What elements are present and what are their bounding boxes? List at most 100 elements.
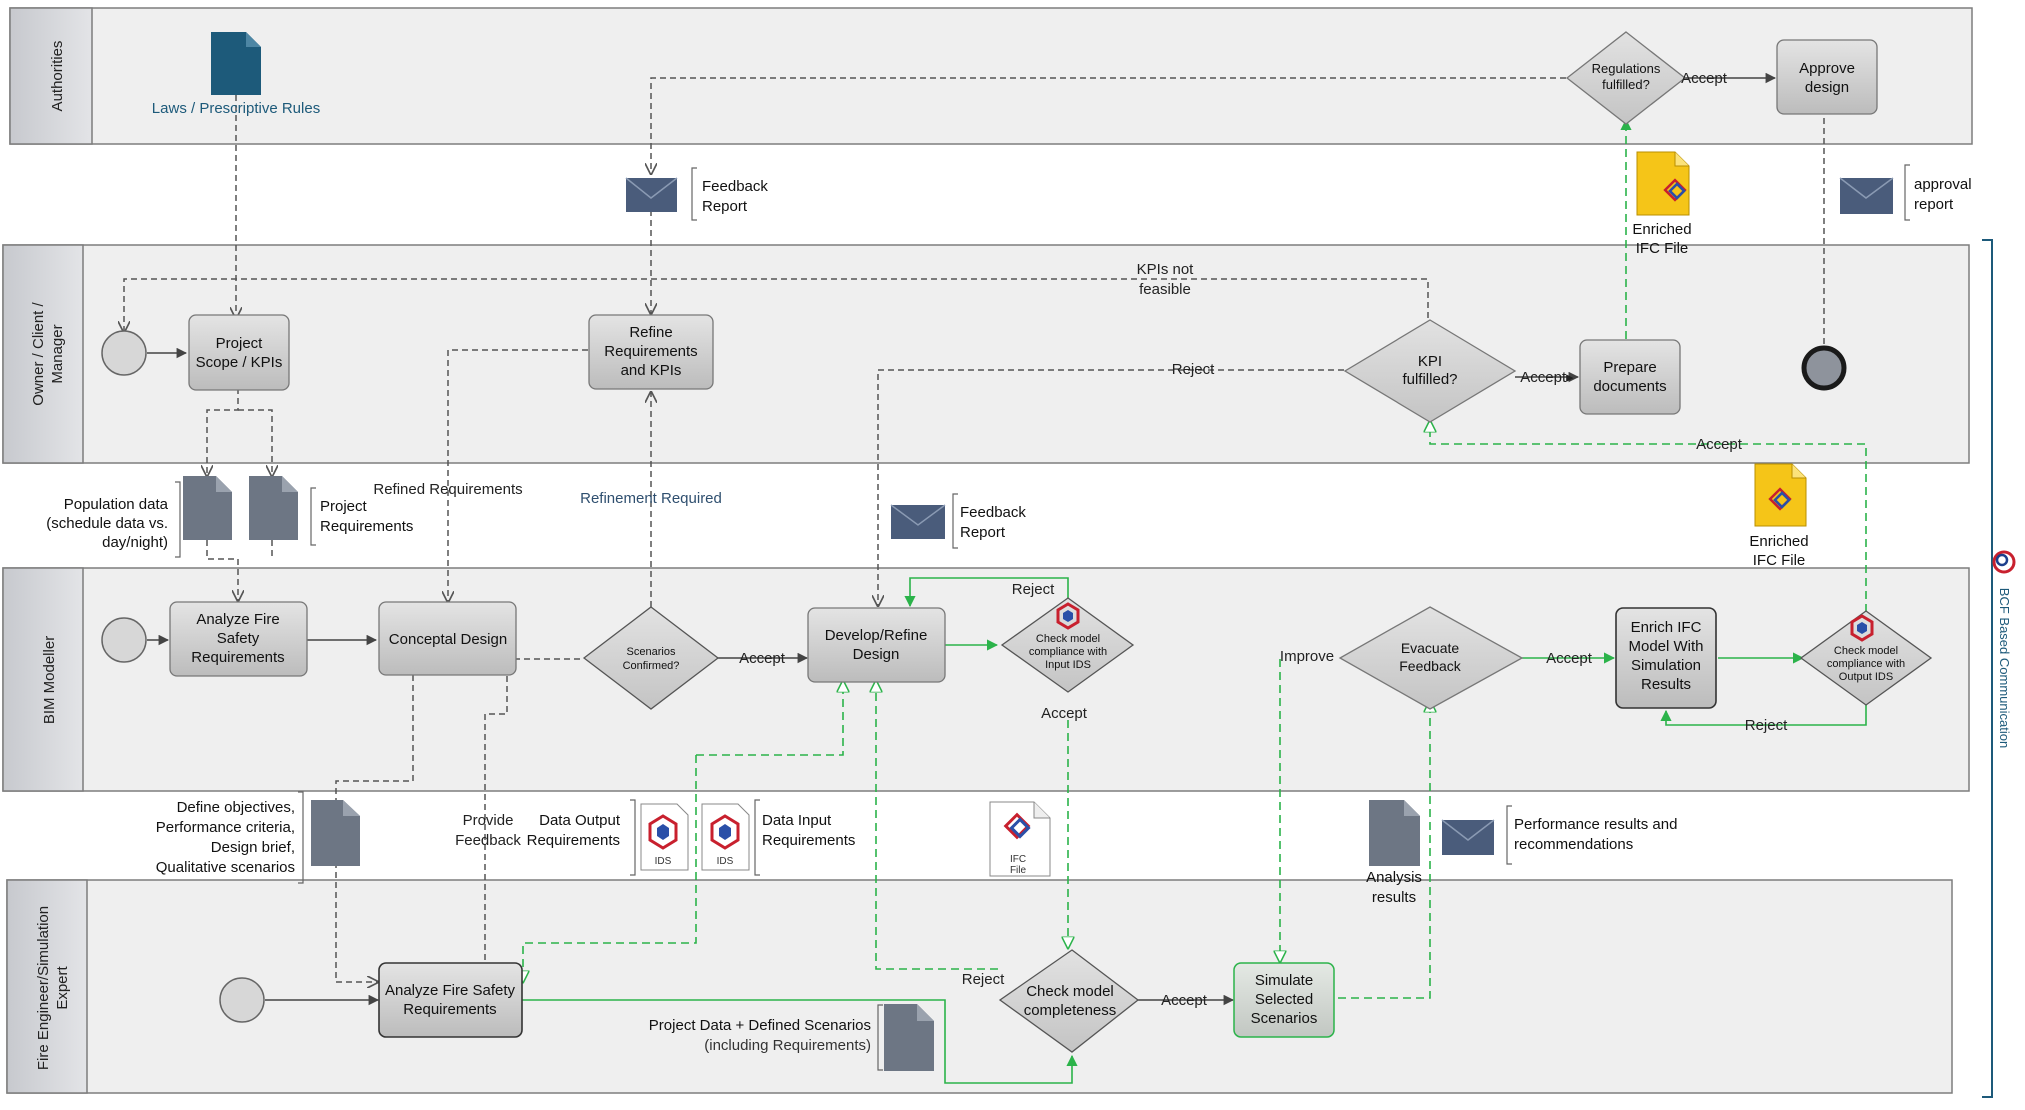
label-accept-evacuate: Accept xyxy=(1546,650,1593,667)
svg-text:Conceptal Design: Conceptal Design xyxy=(389,631,507,648)
connectors xyxy=(124,72,1867,1084)
label-reject-output-ids: Reject xyxy=(1745,717,1788,734)
ifc-logo-icon xyxy=(1663,178,1687,202)
envelope-icon xyxy=(1441,819,1495,855)
project-data-document: Project Data + Defined Scenarios (includ… xyxy=(649,1004,934,1071)
task-conceptual-design[interactable]: Conceptal Design xyxy=(378,601,517,676)
bcf-logo-icon xyxy=(1992,550,2016,574)
start-event-owner xyxy=(101,330,147,376)
label-reject-kpi: Reject xyxy=(1172,361,1215,378)
label-refined-requirements: Refined Requirements xyxy=(373,481,522,498)
label-reject-input-ids: Reject xyxy=(1012,581,1055,598)
start-event-bim xyxy=(101,617,147,663)
bcf-side-label: BCF Based Communication xyxy=(1997,588,2012,748)
lane-title-bim: BIM Modeller xyxy=(41,636,58,724)
envelope-icon xyxy=(625,177,678,212)
ids-logo-icon xyxy=(648,814,678,850)
start-event-fire xyxy=(219,977,265,1023)
label-accept-scenarios: Accept xyxy=(739,650,786,667)
svg-text:IDS: IDS xyxy=(717,856,734,867)
svg-text:IDS: IDS xyxy=(655,856,672,867)
label-accept-completeness: Accept xyxy=(1161,992,1208,1009)
envelope-icon xyxy=(1839,177,1894,214)
label-accept-regulations: Accept xyxy=(1681,70,1728,87)
ids-logo-icon xyxy=(710,814,740,850)
bcf-communication-bracket: BCF Based Communication xyxy=(1982,239,2016,1098)
label-accept-input-ids: Accept xyxy=(1041,705,1088,722)
envelope-icon xyxy=(890,504,946,539)
population-data-document: Population data(schedule data vs.day/nig… xyxy=(46,476,232,558)
ifc-logo-icon xyxy=(1768,487,1792,511)
lane-title-authorities: Authorities xyxy=(49,41,66,112)
label-refinement-required: Refinement Required xyxy=(580,490,722,507)
label-accept-output-ids: Accept xyxy=(1696,436,1743,453)
svg-text:Project Data + Defined Scenari: Project Data + Defined Scenarios xyxy=(649,1017,871,1034)
label-reject-completeness: Reject xyxy=(962,971,1005,988)
svg-text:(including Requirements): (including Requirements) xyxy=(704,1037,871,1054)
define-objectives-document: Define objectives,Performance criteria,D… xyxy=(156,791,360,884)
ifc-logo-icon xyxy=(1003,812,1031,840)
laws-document: Laws / Prescriptive Rules xyxy=(152,32,320,117)
lane-title-owner: Owner / Client /Manager xyxy=(30,301,66,405)
label-improve: Improve xyxy=(1280,648,1334,665)
label-accept-kpi: Accept▸ xyxy=(1520,369,1574,386)
laws-label: Laws / Prescriptive Rules xyxy=(152,100,320,117)
end-event xyxy=(1801,345,1847,391)
